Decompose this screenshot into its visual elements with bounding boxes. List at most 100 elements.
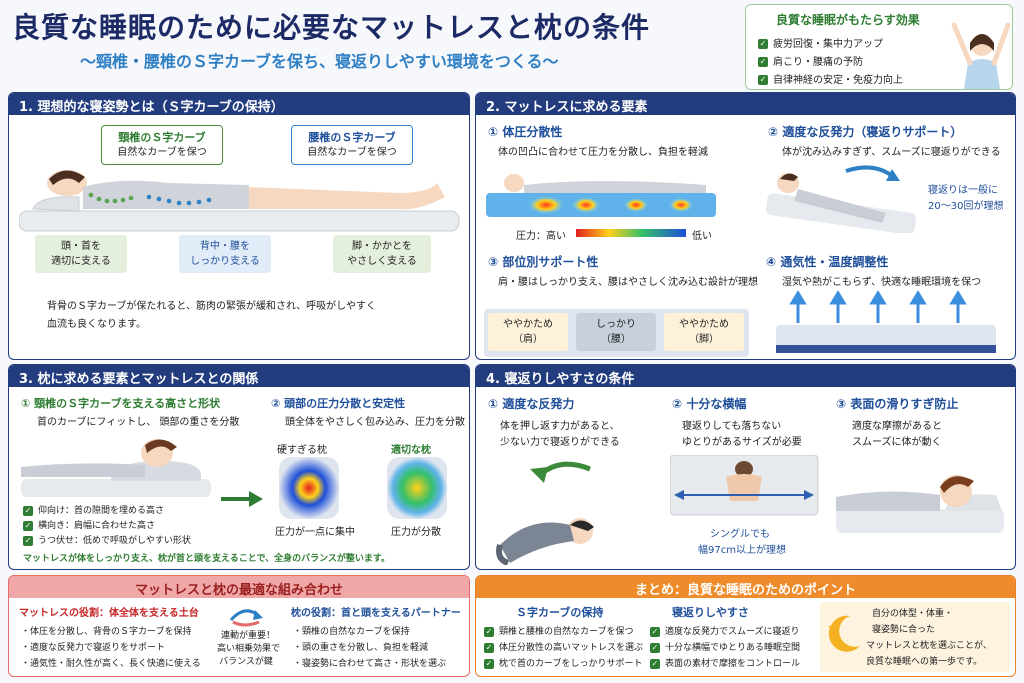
combo-center-text: バランスが鍵 xyxy=(219,657,273,667)
pillow-role-item: ・寝姿勢に合わせて高さ・形状を選ぶ xyxy=(293,659,447,669)
mattress-role-item: ・適度な反発力で寝返りをサポート xyxy=(21,643,166,653)
pillow-point-title: ① 頸椎のＳ字カーブを支える高さと形状 xyxy=(21,397,221,410)
check-icon: ✓ xyxy=(23,520,33,531)
check-icon: ✓ xyxy=(484,642,494,653)
zone-legs: ややかため（脚） xyxy=(664,313,744,351)
check-icon: ✓ xyxy=(758,39,768,49)
conclusion-text: 自分の体型・体重・ xyxy=(872,609,954,619)
combo-center-text: 連動が重要！ xyxy=(221,631,276,641)
pillow-summary: マットレスが体をしっかり支え、枕が首と頭を支えることで、全身のバランスが整います… xyxy=(23,554,391,564)
pressure-distribution-illustration xyxy=(486,174,716,217)
check-icon: ✓ xyxy=(650,658,660,669)
hard-pillow-heatmap xyxy=(279,457,339,519)
mattress-point-desc: 体の凹凸に合わせて圧力を分散し、負担を軽減 xyxy=(498,147,708,158)
width-note: 幅97cm以上が理想 xyxy=(698,545,786,556)
section-title: マットレスと枕の最適な組み合わせ xyxy=(9,576,469,598)
section-title: 3. 枕に求める要素とマットレスとの関係 xyxy=(9,365,469,387)
pressure-legend-low: 低い xyxy=(692,231,712,242)
lumbar-curve-callout: 腰椎のＳ字カーブ 自然なカーブを保つ xyxy=(291,125,413,165)
pillow-point-title: ② 頭部の圧力分散と安定性 xyxy=(271,397,406,410)
mattress-width-illustration xyxy=(670,455,819,516)
check-icon: ✓ xyxy=(758,75,768,85)
mattress-point-title: ③ 部位別サポート性 xyxy=(488,255,599,269)
check-icon: ✓ xyxy=(650,642,660,653)
benefit-item: ✓肩こり・腰痛の予防 xyxy=(758,57,863,68)
section-pillow-requirements: 3. 枕に求める要素とマットレスとの関係 ① 頸椎のＳ字カーブを支える高さと形状… xyxy=(8,364,470,570)
summary-col-title: Ｓ字カーブの保持 xyxy=(516,606,604,619)
woman-stretching-illustration xyxy=(951,22,1011,89)
width-note: シングルでも xyxy=(710,529,770,540)
mattress-role-item: ・通気性・耐久性が高く、長く快適に使える xyxy=(21,659,201,669)
check-icon: ✓ xyxy=(650,626,660,637)
moon-icon xyxy=(828,615,860,652)
summary-item: ✓表面の素材で摩擦をコントロール xyxy=(650,658,801,669)
benefit-item: ✓疲労回復・集中力アップ xyxy=(758,39,883,50)
rolling-point-title: ③ 表面の滑りすぎ防止 xyxy=(836,397,959,411)
zone-support-illustration: ややかため（肩） しっかり（腰） ややかため（脚） xyxy=(484,309,749,357)
benefits-title: 良質な睡眠がもたらす効果 xyxy=(776,13,920,27)
mattress-point-title: ② 適度な反発力（寝返りサポート） xyxy=(768,125,963,139)
lying-person-illustration xyxy=(19,170,460,232)
summary-item: ✓十分な横幅でゆとりある睡眠空間 xyxy=(650,642,801,653)
mattress-point-title: ④ 通気性・温度調整性 xyxy=(766,255,889,269)
page-subtitle: 〜頸椎・腰椎のＳ字カーブを保ち、寝返りしやすい環境をつくる〜 xyxy=(80,52,559,71)
zone-shoulder: ややかため（肩） xyxy=(488,313,568,351)
section-title: 1. 理想的な寝姿勢とは（Ｓ字カーブの保持） xyxy=(9,93,469,115)
mattress-role-item: ・体圧を分散し、背骨のＳ字カーブを保持 xyxy=(21,627,192,637)
roll-over-note: 寝返りは一般に xyxy=(928,185,998,196)
rolling-point-desc: スムーズに体が動く xyxy=(852,437,942,448)
mattress-point-desc: 体が沈み込みすぎず、スムーズに寝返りができる xyxy=(782,147,1001,158)
rolling-point-desc: 体を押し返す力があると、 xyxy=(500,421,620,432)
check-icon: ✓ xyxy=(484,626,494,637)
conclusion-text: 寝姿勢に合った xyxy=(872,625,936,635)
check-icon: ✓ xyxy=(484,658,494,669)
section-mattress-requirements: 2. マットレスに求める要素 ① 体圧分散性 体の凹凸に合わせて圧力を分散し、負… xyxy=(475,92,1016,360)
benefits-box: 良質な睡眠がもたらす効果 ✓疲労回復・集中力アップ ✓肩こり・腰痛の予防 ✓自律… xyxy=(745,4,1013,90)
combo-center-text: 高い相乗効果で xyxy=(217,644,281,654)
neck-curve-callout: 頸椎のＳ字カーブ 自然なカーブを保つ xyxy=(101,125,223,165)
summary-item: ✓枕で首のカーブをしっかりサポート xyxy=(484,658,643,669)
good-pillow-label: 適切な枕 xyxy=(391,445,431,456)
check-icon: ✓ xyxy=(23,505,33,516)
section-title: 4. 寝返りしやすさの条件 xyxy=(476,365,1015,387)
pillow-role-title: 枕の役割：首と頭を支えるパートナー xyxy=(291,608,461,619)
pillow-support-illustration xyxy=(21,439,211,497)
zone-waist: しっかり（腰） xyxy=(576,313,656,351)
check-icon: ✓ xyxy=(23,535,33,546)
section-rolling-conditions: 4. 寝返りしやすさの条件 ① 適度な反発力 体を押し返す力があると、 少ない力… xyxy=(475,364,1016,570)
mattress-point-desc: 湿気や熱がこもらず、快適な睡眠環境を保つ xyxy=(782,277,982,288)
section-combination: マットレスと枕の最適な組み合わせ マットレスの役割：体全体を支える土台 ・体圧を… xyxy=(8,575,470,677)
summary-item: ✓体圧分散性の高いマットレスを選ぶ xyxy=(484,642,644,653)
rolling-over-illustration xyxy=(766,165,917,233)
support-label-back: 背中・腰をしっかり支える xyxy=(179,235,271,273)
section-ideal-posture: 1. 理想的な寝姿勢とは（Ｓ字カーブの保持） 頸椎のＳ字カーブ 自然なカーブを保… xyxy=(8,92,470,360)
good-pillow-caption: 圧力が分散 xyxy=(391,527,441,538)
summary-conclusion-box: 自分の体型・体重・ 寝姿勢に合った マットレスと枕を選ぶことが、 良質な睡眠への… xyxy=(820,602,1010,672)
summary-col-title: 寝返りしやすさ xyxy=(672,606,749,619)
conclusion-text: 良質な睡眠への第一歩です。 xyxy=(866,657,983,667)
rolling-point-desc: 少ない力で寝返りができる xyxy=(500,437,620,448)
benefit-item: ✓自律神経の安定・免疫力向上 xyxy=(758,75,903,86)
rolling-point-title: ② 十分な横幅 xyxy=(672,397,747,411)
ventilation-illustration xyxy=(776,290,996,353)
summary-item: ✓適度な反発力でスムーズに寝返り xyxy=(650,626,800,637)
pressure-scale-bar xyxy=(576,229,686,237)
support-label-head: 頭・首を適切に支える xyxy=(35,235,127,273)
check-icon: ✓ xyxy=(758,57,768,67)
conclusion-text: マットレスと枕を選ぶことが、 xyxy=(866,641,992,651)
pillow-check-item: ✓横向き：肩幅に合わせた高さ xyxy=(23,520,156,531)
pillow-point-desc: 首のカーブにフィットし、 頭部の重さを分散 xyxy=(37,417,240,428)
pressure-legend-high: 圧力：高い xyxy=(516,231,566,242)
pillow-check-item: ✓うつ伏せ：低めで呼吸がしやすい形状 xyxy=(23,535,191,546)
rolling-point-title: ① 適度な反発力 xyxy=(488,397,575,411)
mattress-point-title: ① 体圧分散性 xyxy=(488,125,563,139)
cycle-arrows-icon xyxy=(229,609,263,627)
good-pillow-heatmap xyxy=(387,457,447,519)
rolling-point-desc: 寝返りしても落ちない xyxy=(682,421,782,432)
posture-note: 血流も良くなります。 xyxy=(47,319,146,330)
sliding-person-illustration xyxy=(836,475,1004,533)
section-title: まとめ：良質な睡眠のためのポイント xyxy=(476,576,1015,598)
mattress-role-title: マットレスの役割：体全体を支える土台 xyxy=(19,608,199,619)
arrow-right-icon xyxy=(221,491,263,507)
rolling-person-illustration xyxy=(496,461,594,565)
